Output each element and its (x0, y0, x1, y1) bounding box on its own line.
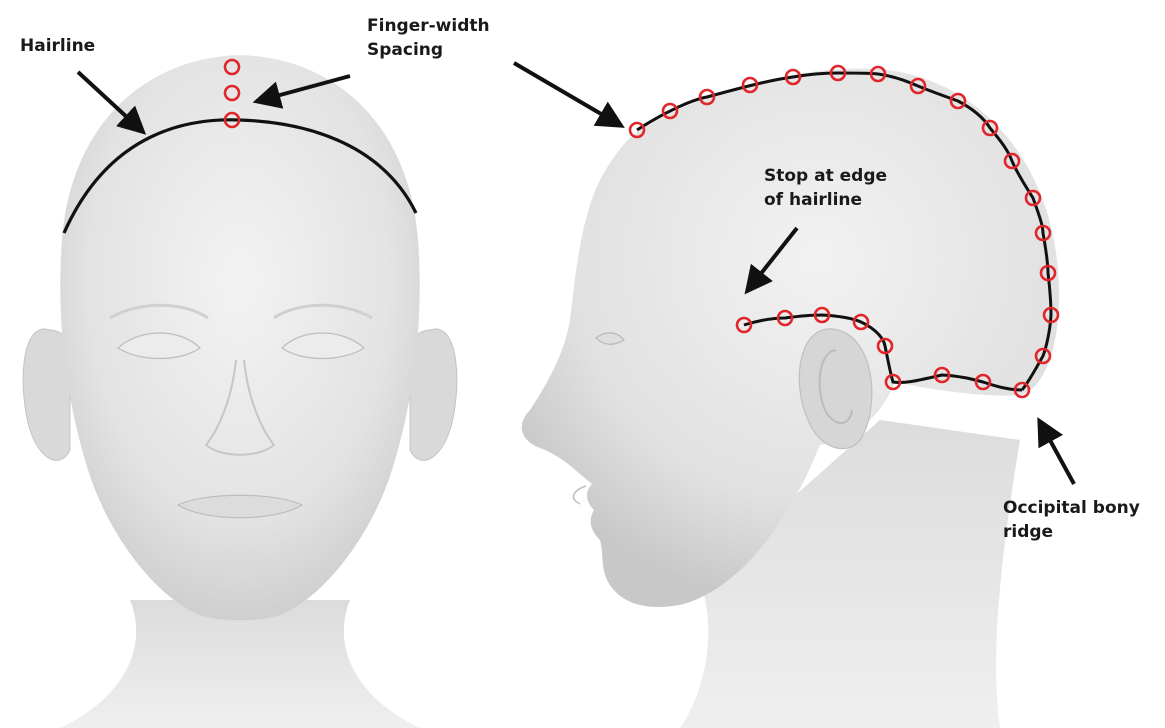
finger-width-spacing-label: Finger-width Spacing (367, 14, 490, 62)
front-head (23, 55, 457, 728)
front-face (60, 55, 419, 620)
stop-edge-label-line2: of hairline (764, 188, 887, 212)
finger-width-label-line2: Spacing (367, 38, 490, 62)
stop-edge-label-line1: Stop at edge (764, 164, 887, 188)
front-left-ear (23, 329, 70, 460)
stop-at-edge-label: Stop at edge of hairline (764, 164, 887, 212)
front-right-ear (410, 329, 457, 460)
occipital-label-line1: Occipital bony (1003, 496, 1140, 520)
occipital-label-line2: ridge (1003, 520, 1140, 544)
occipital-arrow (1040, 422, 1074, 484)
hairline-label: Hairline (20, 34, 95, 58)
occipital-ridge-label: Occipital bony ridge (1003, 496, 1140, 544)
side-lips (573, 486, 586, 504)
hairline-label-text: Hairline (20, 36, 95, 56)
finger-width-label-line1: Finger-width (367, 14, 490, 38)
side-hairline-arrow (514, 63, 620, 125)
